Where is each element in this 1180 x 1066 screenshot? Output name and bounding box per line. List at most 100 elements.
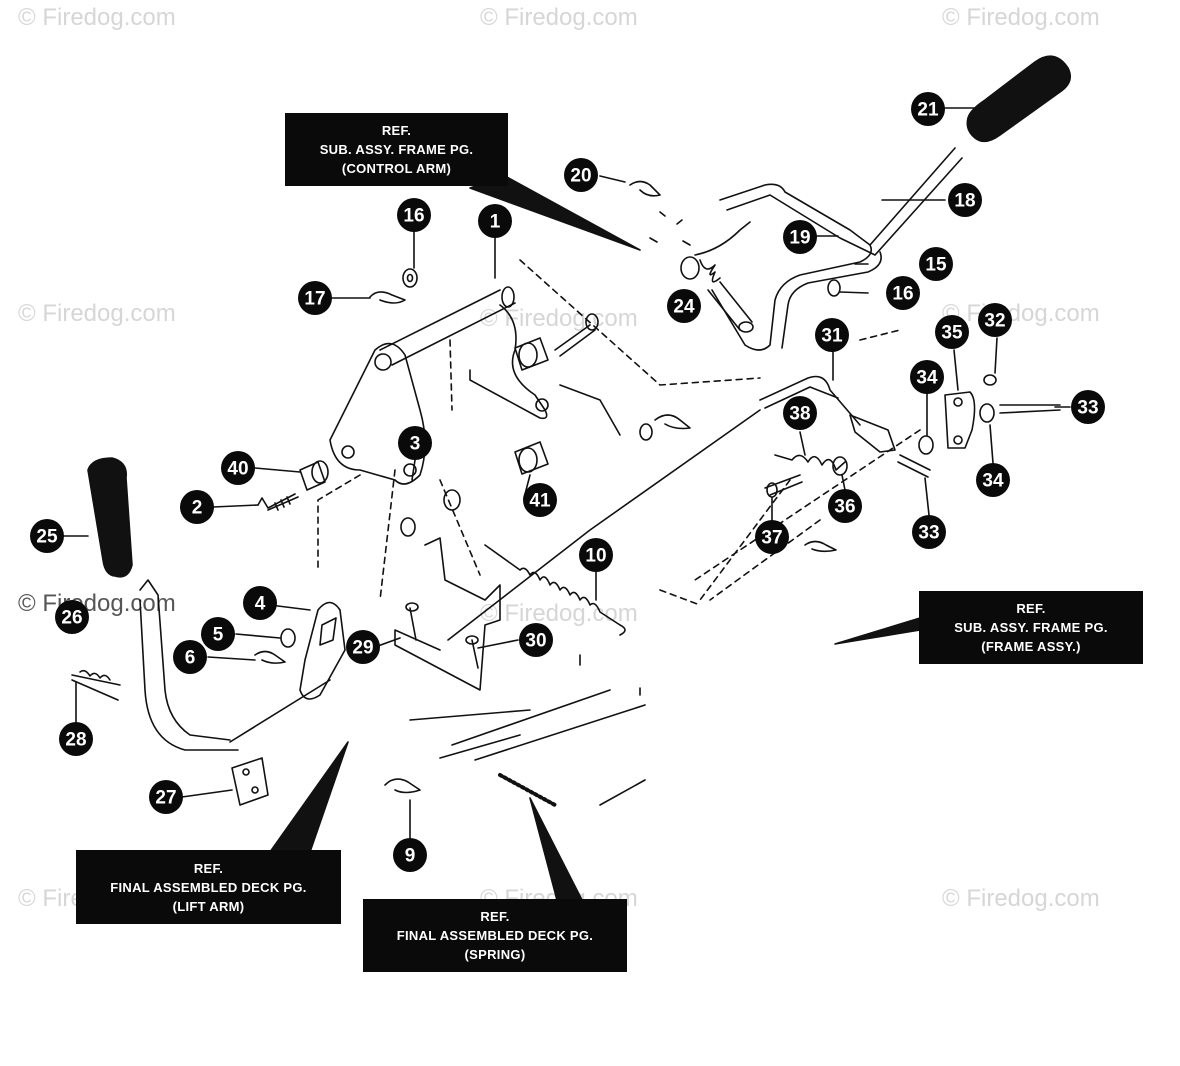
- callout-32: 32: [978, 303, 1012, 337]
- ref-line: REF.: [193, 860, 224, 876]
- callout-circle: [397, 198, 431, 232]
- bushing: [299, 461, 326, 491]
- washer: [406, 273, 414, 283]
- pedal-hole: [242, 768, 250, 776]
- ref-box-lift-arm: REF. FINAL ASSEMBLED DECK PG. (LIFT ARM): [76, 850, 341, 924]
- callout-circle: [1071, 390, 1105, 424]
- hairpin-clip: [369, 291, 406, 304]
- hairpin-clip: [654, 414, 691, 430]
- callout-number: 38: [789, 404, 810, 425]
- watermark: © Firedog.com: [480, 600, 638, 627]
- ref-line: (CONTROL ARM): [341, 161, 452, 176]
- callout-number: 33: [1077, 398, 1098, 419]
- callout-30: 30: [519, 623, 553, 657]
- callout-number: 34: [982, 471, 1004, 492]
- callout-circle: [523, 483, 557, 517]
- bushing-end: [518, 447, 538, 473]
- spring-38: [774, 454, 846, 471]
- callout-circle: [478, 204, 512, 238]
- callout-circle: [221, 451, 255, 485]
- callout-27: 27: [149, 780, 183, 814]
- callout-36: 36: [828, 489, 862, 523]
- ref-line: REF.: [381, 123, 412, 138]
- plate-hole: [403, 463, 417, 477]
- control-lever-bend: [711, 244, 882, 351]
- callout-37: 37: [755, 520, 789, 554]
- callout-number: 31: [821, 326, 843, 347]
- lift-arm: [139, 579, 239, 751]
- callout-circle: [935, 315, 969, 349]
- ref-pointer: [834, 617, 921, 645]
- hairpin-clip: [384, 778, 421, 794]
- callout-circle: [346, 630, 380, 664]
- callout-4: 4: [243, 586, 277, 620]
- callout-number: 34: [916, 368, 938, 389]
- callout-number: 28: [65, 730, 86, 751]
- callout-18: 18: [948, 183, 982, 217]
- callout-number: 35: [941, 323, 963, 344]
- ref-pointer: [269, 741, 349, 853]
- callout-5: 5: [201, 617, 235, 651]
- foot-pedal: [231, 757, 269, 806]
- callout-33: 33: [912, 515, 946, 549]
- callout-number: 16: [892, 284, 913, 305]
- washer: [443, 489, 461, 511]
- callout-20: 20: [564, 158, 598, 192]
- cotter-pin: [897, 454, 931, 478]
- callout-circle: [398, 426, 432, 460]
- washer: [979, 403, 995, 423]
- callout-circle: [243, 586, 277, 620]
- callout-circle: [976, 463, 1010, 497]
- long-rod: [447, 409, 761, 641]
- callout-circle: [55, 600, 89, 634]
- callout-leader: [61, 107, 1071, 839]
- callout-circle: [911, 92, 945, 126]
- washer: [827, 279, 841, 297]
- torsion-spring: [694, 221, 751, 283]
- ref-line: SUB. ASSY. FRAME PG.: [954, 620, 1108, 635]
- bushing: [514, 337, 549, 371]
- callout-number: 32: [984, 311, 1005, 332]
- link-rod: [759, 375, 861, 426]
- ref-line: FINAL ASSEMBLED DECK PG.: [110, 879, 307, 895]
- bracket-hole: [953, 397, 963, 407]
- small-pin: [649, 211, 691, 246]
- callout-number: 36: [834, 497, 855, 518]
- callout-circle: [828, 489, 862, 523]
- bolt-head: [405, 602, 419, 612]
- lift-plate-4: [299, 601, 346, 700]
- washer: [680, 256, 700, 280]
- callout-number: 19: [789, 228, 810, 249]
- bracket-link: [559, 384, 621, 436]
- callout-number: 4: [255, 594, 266, 615]
- bolt-spring: [71, 669, 121, 701]
- callout-40: 40: [221, 451, 255, 485]
- pivot-shaft: [379, 289, 516, 366]
- bushing-end: [311, 460, 329, 484]
- callout-circle: [180, 490, 214, 524]
- spring-10: [484, 544, 626, 636]
- callout-15: 15: [919, 247, 953, 281]
- ref-line: REF.: [480, 909, 510, 924]
- callout-circle: [149, 780, 183, 814]
- extension-spring: [498, 773, 557, 807]
- bracket-35: [944, 391, 976, 449]
- callout-number: 3: [410, 434, 421, 455]
- callout-38: 38: [783, 396, 817, 430]
- callout-21: 21: [911, 92, 945, 126]
- callout-24: 24: [667, 289, 701, 323]
- callout-number: 41: [529, 491, 551, 512]
- bushing: [514, 441, 549, 475]
- callout-41: 41: [523, 483, 557, 517]
- callout-circle: [30, 519, 64, 553]
- callout-circle: [978, 303, 1012, 337]
- callout-circle: [579, 538, 613, 572]
- bolt: [554, 324, 596, 357]
- callout-circle: [919, 247, 953, 281]
- callout-31: 31: [815, 318, 849, 352]
- callout-34: 34: [910, 360, 944, 394]
- lift-plate-slot: [319, 617, 337, 646]
- callout-28: 28: [59, 722, 93, 756]
- callout-number: 16: [403, 206, 424, 227]
